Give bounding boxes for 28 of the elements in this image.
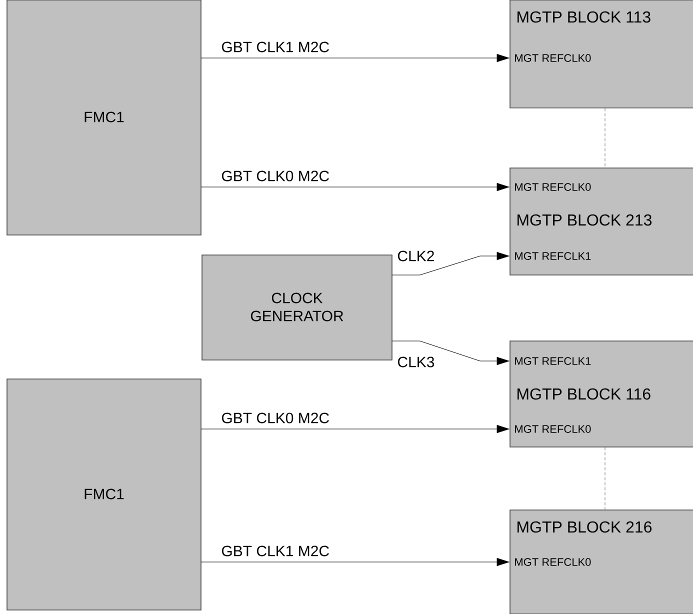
edge-label: GBT CLK1 M2C [220, 544, 331, 558]
port-label: MGT REFCLK0 [515, 558, 591, 566]
block-title: MGTP BLOCK 216 [518, 521, 652, 533]
block-box [510, 0, 693, 108]
block-box [6, 0, 202, 236]
port-label: MGT REFCLK0 [515, 425, 591, 433]
block-label: FMC1 [84, 488, 124, 500]
block-label: CLOCK GENERATOR [250, 292, 344, 322]
block-title: MGTP BLOCK 213 [518, 214, 652, 226]
edge-label: GBT CLK0 M2C [220, 412, 331, 424]
port-label: MGT REFCLK0 [515, 54, 591, 62]
port-label: MGT REFCLK1 [515, 357, 591, 365]
connector-line [604, 446, 606, 510]
block-label: FMC1 [84, 112, 124, 122]
edge-label: CLK2 [396, 250, 436, 262]
block-title: MGTP BLOCK 113 [518, 11, 650, 23]
block-box [510, 340, 693, 448]
block-box [202, 254, 392, 360]
port-label: MGT REFCLK1 [515, 252, 591, 260]
block-box [6, 378, 202, 610]
edge-label: GBT CLK0 M2C [220, 170, 331, 182]
block-title: MGTP BLOCK 116 [518, 388, 650, 400]
block-box [510, 168, 693, 276]
edge-label: CLK3 [396, 356, 436, 368]
port-label: MGT REFCLK0 [515, 183, 591, 191]
connector-line [604, 108, 606, 168]
edge-label: GBT CLK1 M2C [220, 40, 331, 54]
block-box [510, 510, 693, 614]
